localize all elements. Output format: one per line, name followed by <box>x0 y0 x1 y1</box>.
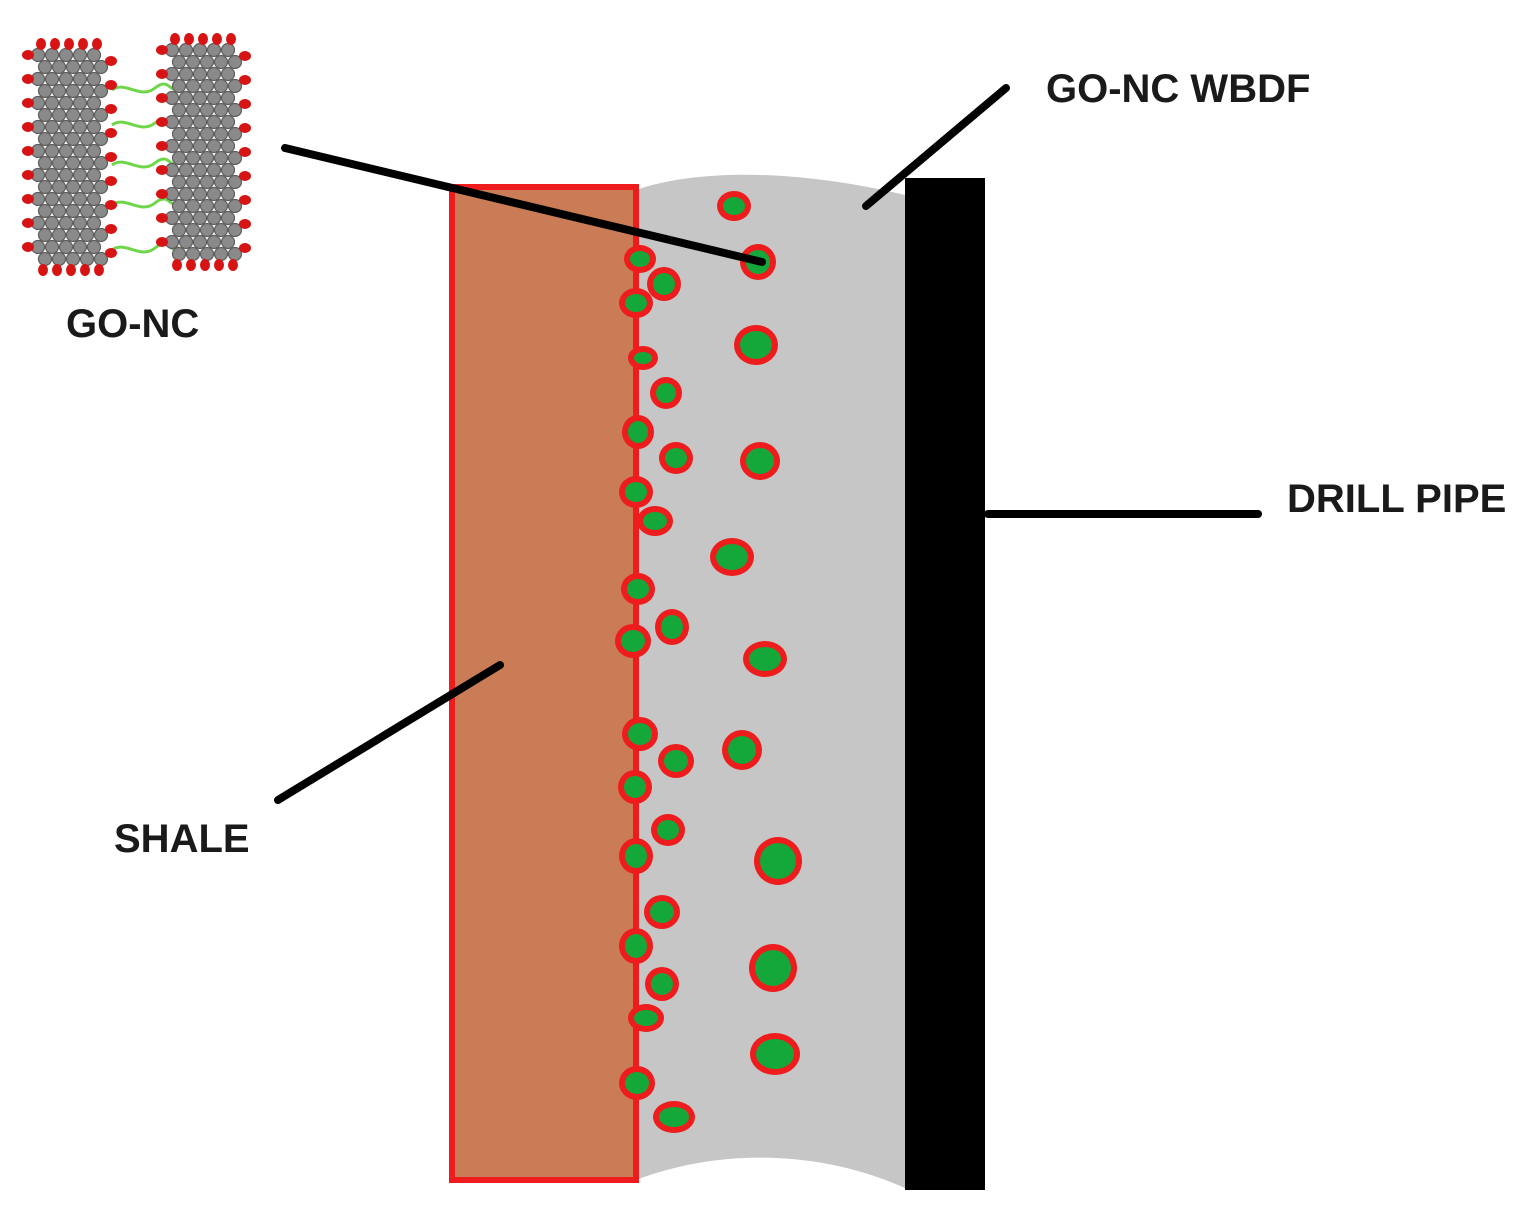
go-nc-particle <box>615 624 651 658</box>
go-nc-label: GO-NC <box>66 302 199 346</box>
go-nc-particle <box>619 1066 655 1100</box>
go-nc-particle <box>619 928 653 964</box>
drilling-fluid-region <box>636 174 905 1188</box>
go-nc-leader-line <box>281 144 766 266</box>
go-nc-particle <box>618 770 652 804</box>
graphene-oxide-sheets <box>22 33 251 276</box>
go-nc-particle <box>722 730 762 770</box>
go-nc-wbdf-label: GO-NC WBDF <box>1046 67 1310 111</box>
go-nc-particle <box>645 967 679 1001</box>
go-nc-molecule-icon <box>22 33 251 276</box>
go-nc-particle <box>624 245 656 273</box>
go-nc-particle <box>650 377 682 409</box>
go-nc-particle <box>619 476 653 508</box>
go-nc-particle <box>743 641 787 677</box>
go-nc-particle <box>621 573 655 605</box>
go-nc-particle <box>750 1033 800 1075</box>
go-nc-particle <box>622 717 658 751</box>
go-nc-particle <box>619 288 653 318</box>
go-nc-particle <box>658 744 694 778</box>
go-nc-particle <box>628 346 658 370</box>
go-nc-particle <box>659 442 693 474</box>
go-nc-particle <box>653 1101 695 1133</box>
go-nc-particle <box>651 814 685 846</box>
go-nc-particle <box>734 325 778 365</box>
drill-pipe <box>905 178 985 1190</box>
wbdf-leader-line <box>862 84 1010 210</box>
go-nc-particle <box>740 442 780 480</box>
go-nc-particle <box>647 267 681 301</box>
go-nc-particle <box>655 609 689 645</box>
graphene-sheet <box>22 38 117 276</box>
go-nc-particle <box>637 506 673 536</box>
go-nc-particle <box>710 538 754 576</box>
polymer-linker <box>111 197 180 209</box>
go-nc-particle <box>619 838 653 874</box>
go-nc-particle <box>628 1004 664 1032</box>
go-nc-particle <box>717 191 751 221</box>
shale-leader-line <box>274 661 504 804</box>
go-nc-particle <box>622 415 654 449</box>
go-nc-particle <box>754 837 802 885</box>
go-nc-particles <box>615 191 802 1133</box>
go-nc-particle <box>644 895 680 929</box>
go-nc-particle <box>749 944 797 992</box>
drill-pipe-label: DRILL PIPE <box>1287 477 1506 521</box>
leader-lines <box>274 84 1262 804</box>
polymer-linker <box>111 82 180 94</box>
graphene-sheet <box>156 33 251 271</box>
shale-label: SHALE <box>114 817 250 861</box>
shale-formation <box>449 184 639 1183</box>
